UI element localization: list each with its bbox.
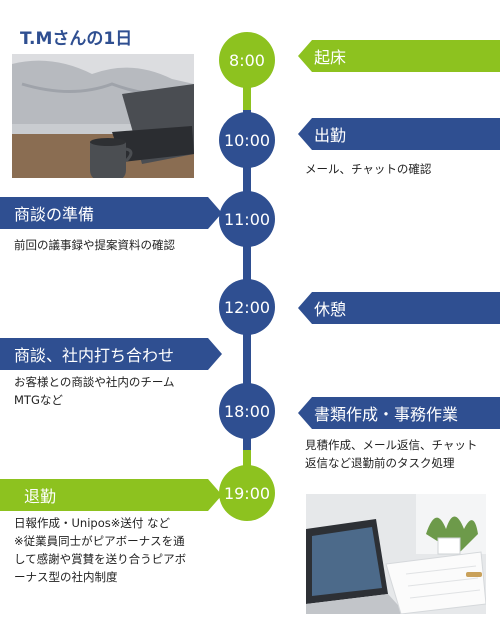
time-circle: 19:00 [219, 465, 275, 521]
event-label: 起床 [314, 48, 347, 67]
time-circle: 8:00 [219, 32, 275, 88]
time-circle: 11:00 [219, 191, 275, 247]
event-label: 商談の準備 [14, 205, 95, 224]
event-description: メール、チャットの確認 [305, 162, 432, 176]
time-circle: 12:00 [219, 279, 275, 335]
event-banner: 出勤 [298, 118, 500, 150]
event-banner: 商談、社内打ち合わせ [0, 338, 222, 370]
event-banner: 起床 [298, 40, 500, 72]
event-banner: 休憩 [298, 292, 500, 324]
event-label: 出勤 [314, 126, 347, 145]
event-description: お客様との商談や社内のチーム MTGなど [14, 375, 175, 407]
event-description: 日報作成・Unipos※送付 など ※従業員同士がピアボーナスを通 して感謝や賞… [14, 516, 187, 584]
event-banner: 書類作成・事務作業 [298, 397, 500, 429]
event-label: 書類作成・事務作業 [314, 405, 459, 424]
event-label: 退勤 [24, 487, 57, 506]
event-label: 商談、社内打ち合わせ [14, 346, 175, 365]
event-banner: 退勤 [0, 479, 222, 511]
page-title: T.Mさんの1日 [20, 29, 133, 49]
time-circle: 10:00 [219, 112, 275, 168]
time-circle: 18:00 [219, 383, 275, 439]
coffee-laptop-photo [12, 54, 194, 178]
event-label: 休憩 [314, 300, 347, 319]
event-description: 前回の議事録や提案資料の確認 [14, 238, 175, 252]
event-description: 見積作成、メール返信、チャット 返信など退勤前のタスク処理 [305, 438, 478, 470]
event-banner: 商談の準備 [0, 197, 222, 229]
laptop-notebook-photo [306, 494, 486, 614]
